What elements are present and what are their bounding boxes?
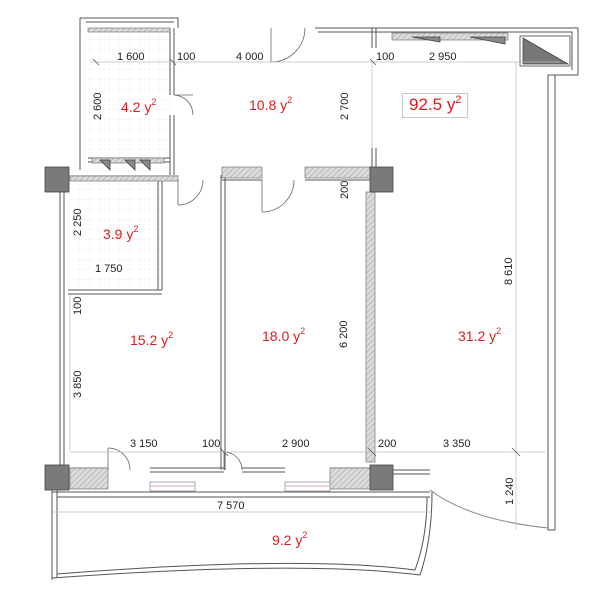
dim-living-height: 8 610 — [503, 257, 515, 285]
dim-room2-height: 6 200 — [338, 320, 350, 348]
dim-balcony-depth: 1 240 — [504, 477, 516, 505]
columns — [44, 166, 394, 491]
dim-top-wall-b: 100 — [376, 51, 395, 63]
area-corridor: 10.8 у2 — [249, 95, 293, 113]
dim-corridor-height: 2 700 — [339, 92, 351, 120]
area-living: 31.2 у2 — [458, 326, 502, 344]
dim-wall-vertical-left: 100 — [72, 296, 84, 315]
toilet-tiles — [70, 180, 162, 290]
dim-bottom-bedroom-width: 3 150 — [130, 438, 158, 450]
dim-top-right-width: 2 950 — [429, 51, 457, 63]
area-bathroom: 4.2 у2 — [121, 97, 157, 115]
dim-bottom-wall-a: 100 — [202, 438, 221, 450]
dim-balcony-length: 7 570 — [217, 500, 245, 512]
bathroom-tiles — [88, 28, 170, 158]
area-total: 92.5 у2 — [402, 93, 469, 118]
dim-toilet-height: 2 250 — [72, 208, 84, 236]
dim-bottom-wall-b: 200 — [378, 438, 397, 450]
vent-shaft — [99, 35, 571, 171]
area-balcony: 9.2 у2 — [272, 530, 308, 548]
dim-bath-height: 2 600 — [92, 92, 104, 120]
dim-top-bath-width: 1 600 — [117, 51, 145, 63]
dim-bottom-room2-width: 2 900 — [282, 438, 310, 450]
area-bedroom: 15.2 у2 — [130, 330, 174, 348]
dim-top-wall-a: 100 — [177, 51, 196, 63]
area-toilet: 3.9 у2 — [103, 224, 139, 242]
outer-walls — [51, 17, 579, 580]
doors — [107, 27, 306, 471]
area-room2: 18.0 у2 — [262, 326, 306, 344]
dim-top-corridor-width: 4 000 — [236, 51, 264, 63]
dim-wall-vertical-mid: 200 — [339, 180, 351, 199]
balcony-outline — [51, 489, 549, 579]
dimension-ticks — [92, 58, 521, 457]
windows — [149, 481, 331, 492]
dim-toilet-width: 1 750 — [95, 263, 123, 275]
dim-bedroom-height: 3 850 — [72, 370, 84, 398]
dimension-lines — [52, 61, 560, 530]
dim-bottom-living-width: 3 350 — [443, 438, 471, 450]
